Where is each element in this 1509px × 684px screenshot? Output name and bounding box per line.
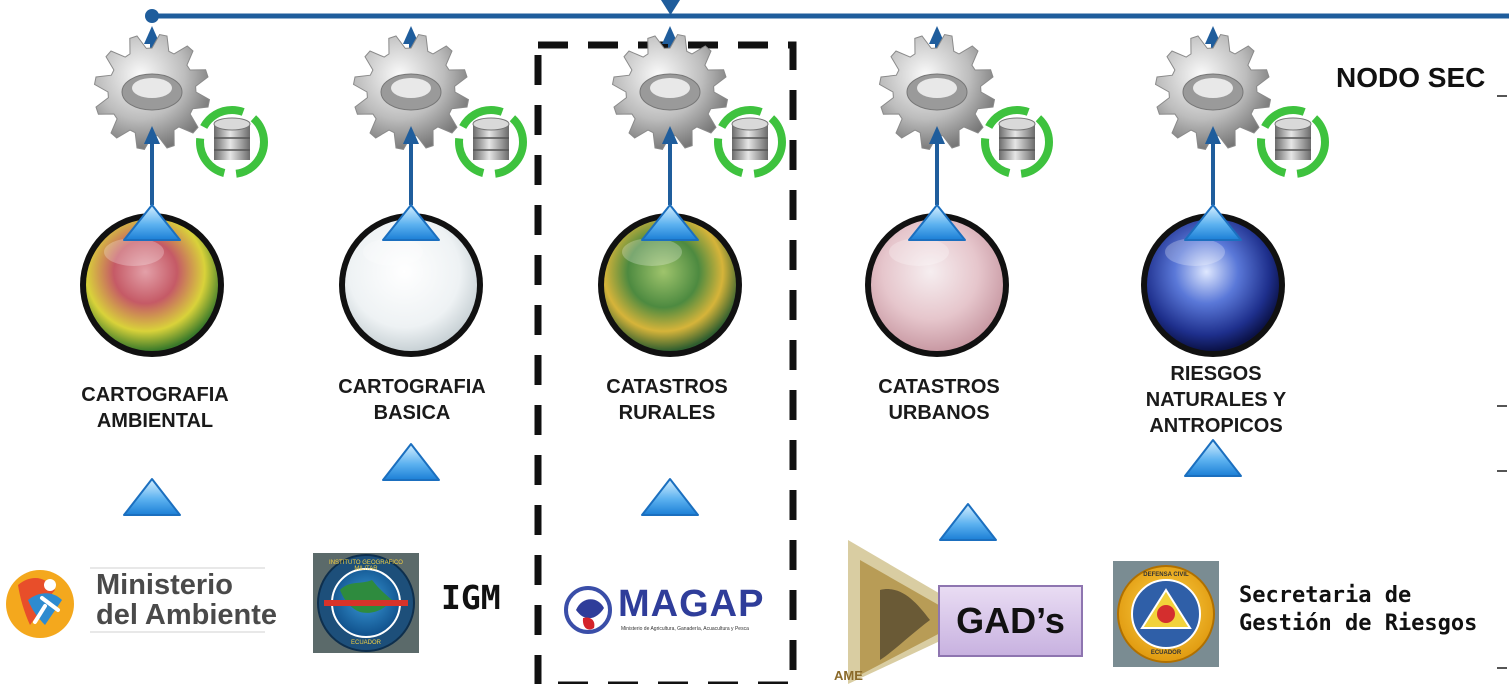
connector-arrowhead	[1205, 26, 1221, 44]
connector-mid-arrowhead	[403, 126, 419, 144]
gear-hub-highlight	[917, 78, 957, 98]
label-cartografia-basica: CARTOGRAFIA BASICA	[338, 376, 486, 424]
ame-logo	[848, 540, 985, 684]
magap-tagline: Ministerio de Agricultura, Ganadería, Ac…	[621, 626, 749, 632]
highlight-dashed-box	[534, 41, 797, 684]
source-triangle-icon	[1184, 439, 1242, 477]
node-title: NODO SEC	[1336, 62, 1486, 93]
ministerio-ambiente-logo	[6, 570, 74, 638]
environmental-map-globe-icon	[86, 219, 218, 351]
database-top	[213, 117, 251, 131]
source-triangle-icon	[382, 443, 440, 481]
label-riesgos: RIESGOS NATURALES Y ANTROPICOS	[1145, 363, 1287, 437]
label-cartografia-ambiental: CARTOGRAFIA AMBIENTAL	[81, 384, 229, 432]
right-edge-ticks	[1497, 95, 1507, 669]
label-catastros-urbanos: CATASTROS URBANOS	[878, 376, 1000, 424]
magap-name: MAGAP	[618, 583, 765, 625]
globe-shine	[363, 238, 423, 266]
sync-arrows-icon	[196, 106, 268, 178]
basic-map-globe-icon	[345, 219, 477, 351]
label-catastros-rurales: CATASTROS RURALES	[606, 376, 728, 424]
gear-hub-highlight	[391, 78, 431, 98]
source-triangle-icon	[641, 478, 699, 516]
gear-hub-highlight	[1193, 78, 1233, 98]
urban-cadastre-globe-icon	[871, 219, 1003, 351]
database-top	[472, 117, 510, 131]
ministerio-line1: Ministerio	[96, 569, 233, 601]
gads-box: GAD’s	[938, 585, 1083, 657]
gads-label: GAD’s	[956, 600, 1065, 641]
sync-arrows-icon	[455, 106, 527, 178]
ministerio-line2: del Ambiente	[96, 599, 278, 631]
globe-shine	[1165, 238, 1225, 266]
connector-mid-arrowhead	[929, 126, 945, 144]
database-top	[1274, 117, 1312, 131]
igm-seal-text: INSTITUTO GEOGRAFICO MILITAR	[329, 560, 403, 572]
earth-globe-icon	[1147, 219, 1279, 351]
gear-hub-highlight	[132, 78, 172, 98]
upload-triangle-icon	[382, 204, 440, 241]
igm-name: IGM	[441, 578, 501, 617]
sgr-seal-bottom: ECUADOR	[1150, 650, 1182, 656]
database-top	[731, 117, 769, 131]
sgr-seal	[1113, 561, 1219, 667]
bus-start-dot	[145, 9, 159, 23]
globe-shine	[622, 238, 682, 266]
upload-triangle-icon	[123, 204, 181, 241]
connector-arrowhead	[403, 26, 419, 44]
source-triangle-icon	[939, 503, 997, 541]
connector-mid-arrowhead	[662, 126, 678, 144]
upload-triangle-icon	[908, 204, 966, 241]
sgr-seal-top: DEFENSA CIVIL	[1143, 572, 1189, 578]
sgr-line2: Gestión de Riesgos	[1239, 611, 1478, 636]
connector-mid-arrowhead	[1205, 126, 1221, 144]
sync-arrows-icon	[1257, 106, 1329, 178]
rural-cadastre-globe-icon	[604, 219, 736, 351]
column-3	[598, 26, 786, 516]
globe-shine	[104, 238, 164, 266]
ame-name: AME	[834, 668, 863, 683]
igm-seal	[313, 553, 419, 653]
sgr-line1: Secretaria de	[1239, 583, 1412, 608]
column-2	[339, 26, 527, 481]
connector-arrowhead	[662, 26, 678, 44]
globe-shine	[889, 238, 949, 266]
connector-arrowhead	[929, 26, 945, 44]
source-triangle-icon	[123, 478, 181, 516]
upload-triangle-icon	[641, 204, 699, 241]
connector-mid-arrowhead	[144, 126, 160, 144]
upload-triangle-icon	[1184, 204, 1242, 241]
database-top	[998, 117, 1036, 131]
column-4	[865, 26, 1053, 541]
sync-arrows-icon	[714, 106, 786, 178]
bus-down-arrow	[661, 0, 680, 15]
column-1	[80, 26, 268, 516]
sync-arrows-icon	[981, 106, 1053, 178]
gear-hub-highlight	[650, 78, 690, 98]
connector-arrowhead	[144, 26, 160, 44]
column-5	[1141, 26, 1329, 477]
igm-seal-bottom: ECUADOR	[350, 640, 381, 646]
magap-logo-mark	[564, 586, 612, 634]
